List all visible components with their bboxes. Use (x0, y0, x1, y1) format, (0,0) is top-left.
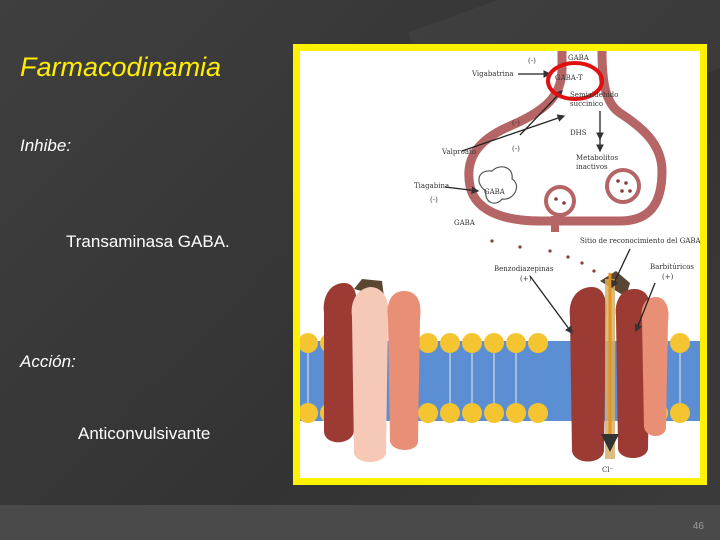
label-gaba-transporter: GABA (484, 188, 505, 196)
receptor-subunit (569, 287, 607, 462)
label-plus-1: (+) (520, 275, 532, 283)
label-inhib-2: (-) (512, 119, 520, 127)
label-dhs: DHS (570, 129, 587, 137)
footer-band (0, 505, 720, 540)
label-inhib-3: (-) (512, 145, 520, 153)
vesicle (605, 168, 641, 204)
label-gaba-top: GABA (568, 54, 589, 62)
label-gaba-t: GABA-T (555, 74, 583, 82)
slide-title: Farmacodinamia (20, 52, 222, 82)
accion-value: Anticonvulsivante (78, 424, 211, 443)
page-number: 46 (692, 521, 704, 532)
gaba-transporter (478, 166, 517, 204)
label-barbituricos: Barbitúricos (650, 263, 695, 271)
label-vigabatrina: Vigabatrina (472, 70, 514, 78)
label-tiagabina: Tiagabina (414, 182, 450, 190)
label-metabolitos: Metabolitos (576, 154, 619, 162)
gaba-t-highlight-circle (546, 61, 604, 101)
synapse-illustration (300, 51, 700, 462)
accion-label: Acción: (20, 352, 76, 371)
inhibe-label: Inhibe: (20, 136, 72, 155)
label-gaba-left: GABA (454, 219, 475, 227)
label-succinico: succinico (570, 100, 604, 108)
vesicle (544, 185, 576, 217)
label-sitio-reconocimiento: Sitio de reconocimiento del GABA (580, 237, 701, 245)
label-inhib-4: (-) (430, 196, 438, 204)
label-inactivos: inactivos (576, 163, 608, 171)
label-valproato: Valproato (442, 148, 477, 156)
gaba-synapse-figure: GABA (-) Vigabatrina GABA-T Semialdehido… (293, 44, 707, 485)
inhibe-value: Transaminasa GABA. (66, 232, 230, 251)
receptor-subunit (387, 291, 421, 450)
label-semialdehido: Semialdehido (570, 91, 619, 99)
receptor-subunit (323, 283, 357, 443)
receptor-subunit (351, 287, 389, 462)
label-plus-2: (+) (662, 273, 674, 281)
label-chloride: Cl⁻ (602, 466, 614, 474)
label-inhib-1: (-) (528, 57, 536, 65)
presynaptic-terminal (464, 51, 667, 226)
label-benzodiacepinas: Benzodiazepinas (494, 265, 554, 273)
receptor-subunit (641, 297, 669, 436)
